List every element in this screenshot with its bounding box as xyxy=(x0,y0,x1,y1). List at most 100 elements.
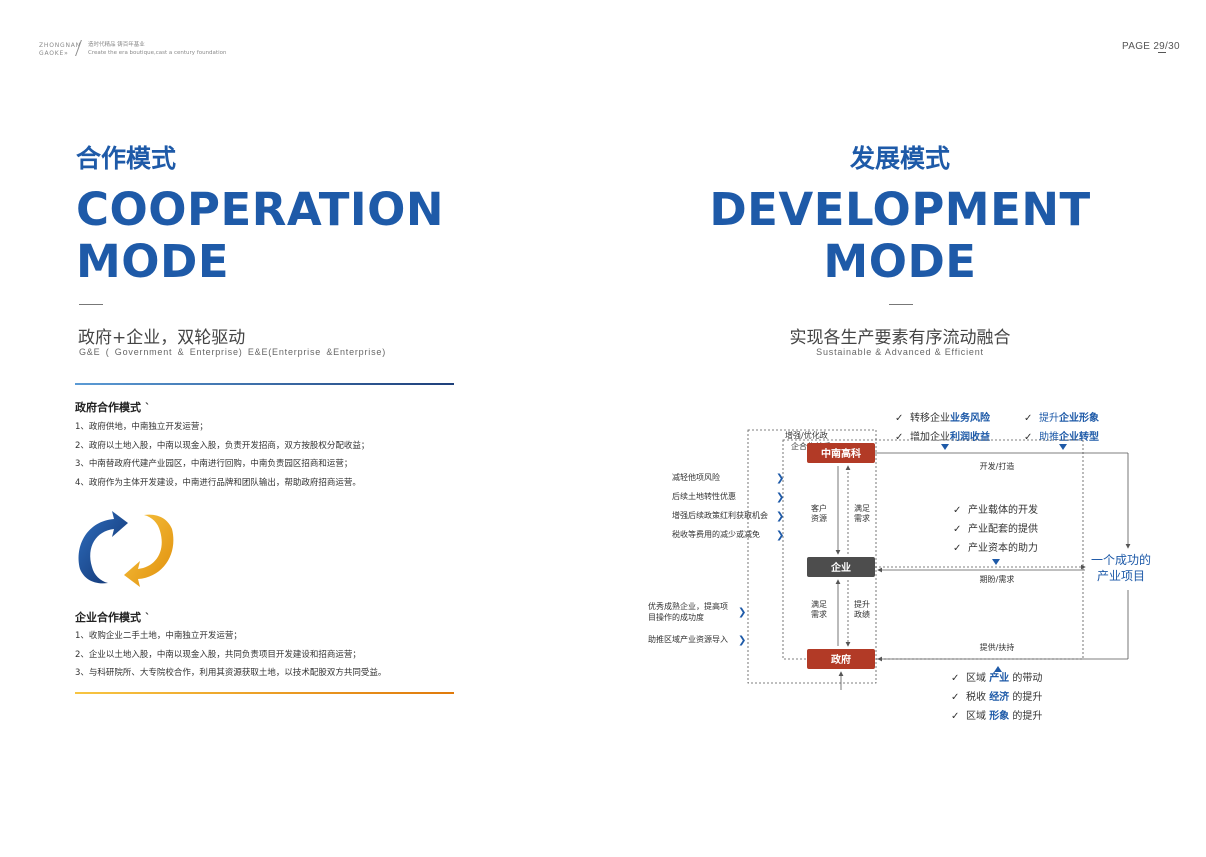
brand-line1: ZHONGNAN xyxy=(39,42,81,49)
benefit-text: 助推 xyxy=(1039,430,1059,443)
top-benefits: ✓ 转移企业业务风险 ✓ 增加企业利润收益 ✓ 提升企业形象 ✓ 助推企业转型 xyxy=(895,411,1099,443)
check-icon: ✓ xyxy=(953,505,961,516)
cooperation-dashed-box xyxy=(747,429,877,684)
check-icon: ✓ xyxy=(951,692,959,703)
gov-section-rule xyxy=(75,383,454,385)
chevron-right-icon: ❯ xyxy=(776,473,784,484)
left-title-en: COOPERATION MODE xyxy=(76,184,444,288)
right-subtitle-en: Sustainable & Advanced & Efficient xyxy=(816,347,984,357)
develop-label: 开发/打造 xyxy=(980,461,1015,471)
benefit-bold: 产业 xyxy=(989,671,1009,684)
benefit-text: 优秀成熟企业，提高项 xyxy=(648,601,728,611)
benefit-bold: 企业形象 xyxy=(1058,411,1099,424)
left-title-en-line2: MODE xyxy=(76,235,230,288)
development-flow-diagram: ✓ 转移企业业务风险 ✓ 增加企业利润收益 ✓ 提升企业形象 ✓ 助推企业转型 … xyxy=(648,411,1151,722)
left-subtitle-en: G&E ( Government & Enterprise) E&E(Enter… xyxy=(79,347,386,357)
benefit-text: 的提升 xyxy=(1009,690,1042,703)
hope-label: 期盼/需求 xyxy=(980,574,1015,584)
list-item: 1、政府供地，中南独立开发运营； xyxy=(75,422,208,432)
chevron-icons: ❯ ❯ ❯ ❯ ❯ ❯ xyxy=(738,473,784,646)
region-benefits: ✓ 区域 产业 的带动 ✓ 税收 经济 的提升 ✓ 区域 形象 的提升 xyxy=(951,671,1042,722)
down-triangle-icon xyxy=(941,444,949,450)
benefit-bold: 经济 xyxy=(989,690,1010,703)
right-dash xyxy=(889,304,913,305)
raise-label-1: 提升 xyxy=(854,599,870,609)
benefit-text: 的带动 xyxy=(1009,671,1042,684)
left-subtitle-cn: 政府+企业，双轮驱动 xyxy=(78,328,246,348)
brand-line2: GAOKE xyxy=(39,50,65,57)
benefit-text: 增加企业 xyxy=(910,430,950,443)
list-item: 4、政府作为主体开发建设，中南进行品牌和团队输出，帮助政府招商运营。 xyxy=(75,477,361,488)
svg-text:助推企业转型: 助推企业转型 xyxy=(1039,430,1099,443)
list-item: 3、与科研院所、大专院校合作，利用其资源获取土地，以技术配股双方共同受益。 xyxy=(75,668,387,678)
benefit-text: 产业配套的提供 xyxy=(968,522,1038,535)
benefit-text: 目操作的成功度 xyxy=(648,612,704,622)
left-dash xyxy=(79,304,103,305)
benefit-text: 转移企业 xyxy=(910,411,950,424)
page-number: PAGE 29/30 xyxy=(1122,41,1180,52)
meet-label-1: 满足 xyxy=(854,503,870,513)
right-title-en: DEVELOPMENT MODE xyxy=(700,184,1100,288)
svg-text:增加企业利润收益: 增加企业利润收益 xyxy=(910,430,990,443)
benefit-bold: 企业转型 xyxy=(1058,430,1099,443)
tagline-en: Create the era boutique,cast a century f… xyxy=(88,49,227,56)
down-triangle-icon xyxy=(992,559,1000,565)
svg-text:提升企业形象: 提升企业形象 xyxy=(1039,411,1099,424)
check-icon: ✓ xyxy=(951,711,959,722)
node-government xyxy=(807,649,875,669)
benefit-text: 区域 xyxy=(966,709,989,722)
ent-section-rule xyxy=(75,692,454,694)
benefit-text: 税收等费用的减少或减免 xyxy=(672,529,760,539)
check-icon: ✓ xyxy=(895,432,903,443)
ent-section-heading: 企业合作模式 ˋ xyxy=(75,611,151,624)
meet-label-2: 需求 xyxy=(854,513,870,523)
meet2-label-2: 需求 xyxy=(811,609,827,619)
check-icon: ✓ xyxy=(1024,432,1032,443)
brand-logo: ZHONGNAN GAOKE» xyxy=(39,42,81,58)
gov-list: 1、政府供地，中南独立开发运营； 2、政府以土地入股，中南以现金入股，负责开发招… xyxy=(75,418,369,492)
inner-dashed-box xyxy=(782,439,1084,660)
left-title-cn: 合作模式 xyxy=(76,144,177,173)
benefit-text: 区域 xyxy=(966,671,989,684)
gov-benefits: 减轻他项风险 后续土地转性优惠 增强后续政策红利获取机会 税收等费用的减少或减免… xyxy=(648,472,768,644)
chevron-right-icon: ❯ xyxy=(776,511,784,522)
chevron-right-icon: ❯ xyxy=(738,607,746,618)
chevron-right-icon: ❯ xyxy=(776,530,784,541)
list-item: 3、中南替政府代建产业园区，中南进行回购，中南负责园区招商和运营； xyxy=(75,459,353,469)
list-item: 2、企业以土地入股，中南以现金入股，共同负责项目开发建设和招商运营； xyxy=(75,649,361,660)
check-icon: ✓ xyxy=(895,413,903,424)
benefit-text: 后续土地转性优惠 xyxy=(672,491,736,501)
node-zhongnan xyxy=(807,443,875,463)
strengthen-label-1: 增强/优化政 xyxy=(785,430,828,440)
check-icon: ✓ xyxy=(1024,413,1032,424)
svg-text:转移企业业务风险: 转移企业业务风险 xyxy=(910,411,991,424)
chevron-right-icon: ❯ xyxy=(776,492,784,503)
benefit-bold: 利润收益 xyxy=(950,430,990,443)
check-icon: ✓ xyxy=(951,673,959,684)
gov-section-heading: 政府合作模式 ˋ xyxy=(75,401,151,414)
client-label-1: 客户 xyxy=(811,503,827,513)
edge-labels: 客户 资源 满足 需求 满足 需求 提升 政绩 xyxy=(811,503,870,619)
client-label-2: 资源 xyxy=(811,513,827,523)
benefit-text: 产业资本的助力 xyxy=(968,541,1038,554)
node-government-label: 政府 xyxy=(831,653,851,666)
provide-label: 提供/扶持 xyxy=(980,642,1015,652)
benefit-text: 产业载体的开发 xyxy=(968,503,1038,516)
industry-benefits: ✓ 产业载体的开发 ✓ 产业配套的提供 ✓ 产业资本的助力 xyxy=(953,503,1038,554)
list-item: 1、收购企业二手土地，中南独立开发运营； xyxy=(75,631,242,641)
node-enterprise xyxy=(807,557,875,577)
up-triangle-icon xyxy=(994,666,1002,672)
meet2-label-1: 满足 xyxy=(811,599,827,609)
chevron-right-icon: ❯ xyxy=(738,635,746,646)
check-icon: ✓ xyxy=(953,524,961,535)
ent-list: 1、收购企业二手土地，中南独立开发运营； 2、企业以土地入股，中南以现金入股，共… xyxy=(75,627,386,683)
left-title-en-line1: COOPERATION xyxy=(76,183,445,236)
benefit-text: 增强后续政策红利获取机会 xyxy=(672,510,768,520)
benefit-bold: 形象 xyxy=(989,709,1009,722)
node-project-label-2: 产业项目 xyxy=(1097,569,1145,583)
benefit-bold: 业务风险 xyxy=(950,411,991,424)
node-project-label-1: 一个成功的 xyxy=(1091,552,1151,567)
node-enterprise-label: 企业 xyxy=(830,561,851,574)
right-title-cn: 发展模式 xyxy=(849,144,950,173)
benefit-text: 的提升 xyxy=(1009,709,1042,722)
